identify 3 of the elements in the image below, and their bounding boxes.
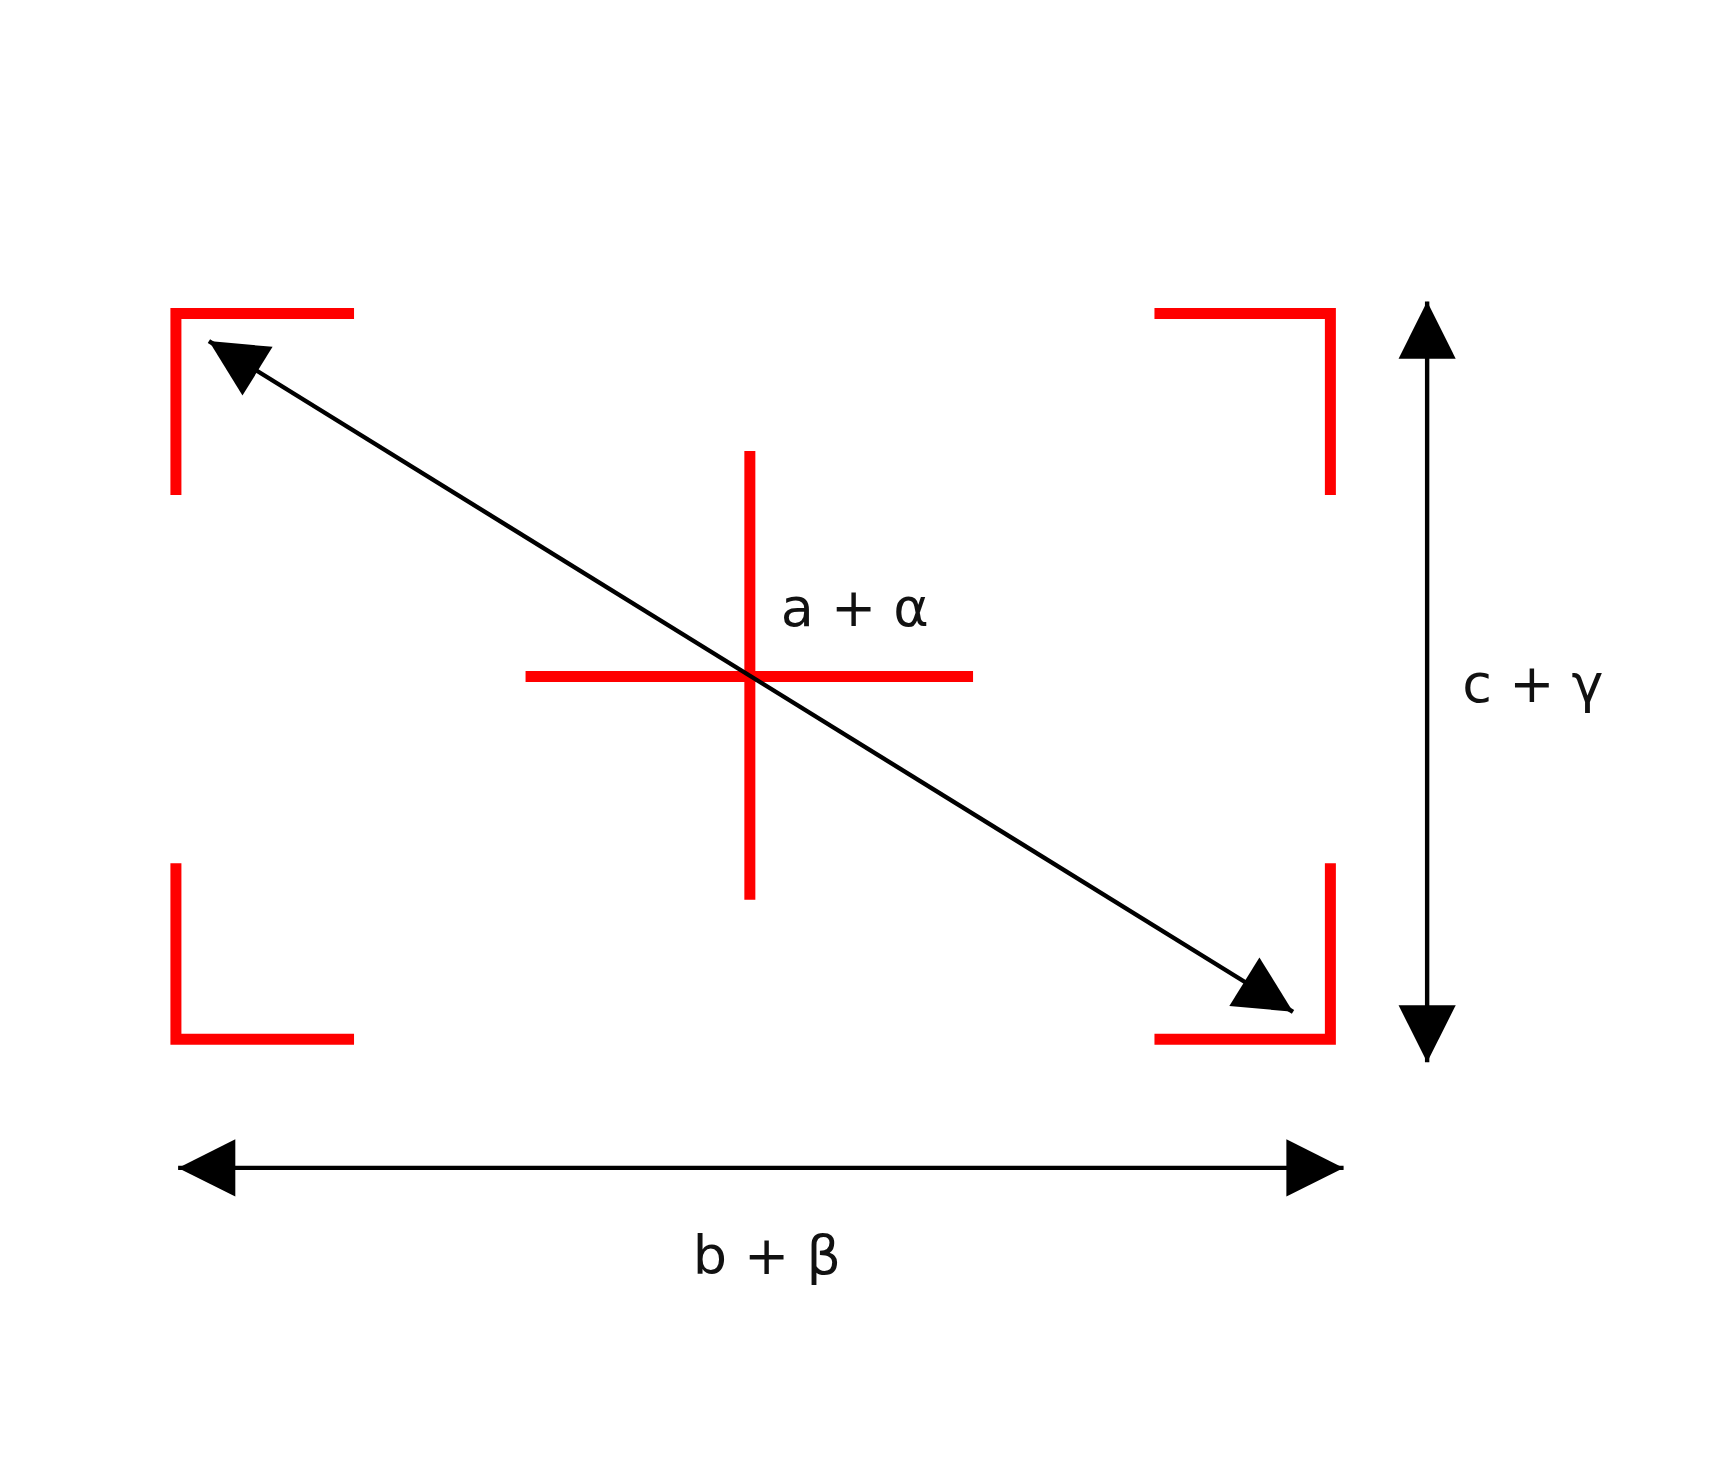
dimension-label: c + γ xyxy=(1462,657,1604,712)
dimension-label: b + β xyxy=(692,1229,841,1284)
dimension-label: a + α xyxy=(780,580,929,635)
